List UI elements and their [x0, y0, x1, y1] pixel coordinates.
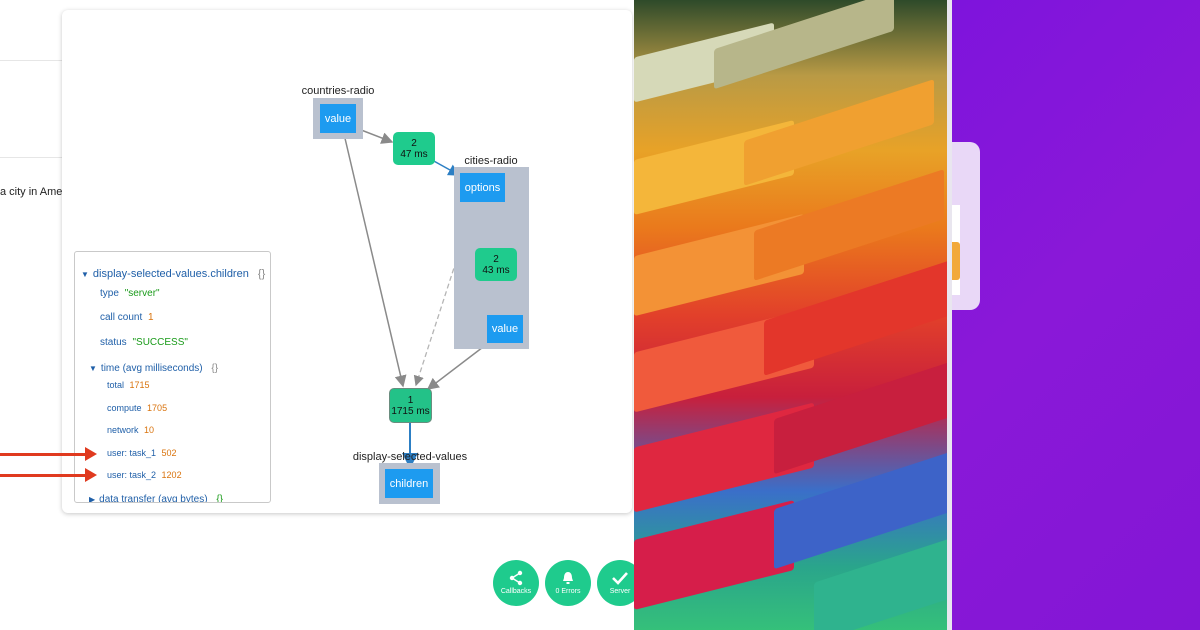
side-tab-accent	[952, 242, 960, 280]
server-button-label: Server	[609, 588, 631, 595]
errors-button-label: 0 Errors	[555, 588, 581, 595]
info-key: user: task_1	[107, 448, 157, 458]
group-label-countries-radio: countries-radio	[301, 85, 375, 97]
info-key: call count	[100, 312, 143, 323]
annotation-arrow-head-icon	[85, 447, 97, 461]
edge-cities-value-to-callback-3	[426, 343, 488, 390]
info-brace: {}	[211, 363, 219, 374]
info-row-user-task-2: user: task_2 1202	[107, 470, 182, 480]
expand-triangle-icon[interactable]: ▶	[89, 495, 96, 503]
edge-countries-value-to-callback-3	[343, 133, 407, 388]
info-row-total: total 1715	[107, 380, 150, 390]
info-value: 502	[161, 448, 177, 458]
prop-node-countries-value[interactable]: value	[320, 104, 356, 133]
panel-divider	[947, 0, 952, 630]
annotation-arrow-task-1	[0, 453, 86, 456]
callback-count: 1	[407, 394, 414, 406]
callback-info-panel: ▼display-selected-values.children {} typ…	[74, 251, 271, 503]
info-title: display-selected-values.children	[92, 268, 249, 280]
errors-button[interactable]: 0 Errors	[545, 560, 591, 606]
info-row-data-transfer[interactable]: ▶data transfer (avg bytes) {}	[89, 494, 224, 503]
divider-line	[0, 60, 62, 61]
callback-count: 2	[411, 137, 417, 149]
prop-node-display-children[interactable]: children	[385, 469, 433, 498]
info-value: "server"	[124, 288, 160, 299]
group-label-display-selected-values: display-selected-values	[352, 451, 468, 463]
collapse-triangle-icon[interactable]: ▼	[89, 364, 97, 373]
info-row-time[interactable]: ▼time (avg milliseconds) {}	[89, 363, 218, 374]
info-key: network	[107, 425, 139, 435]
colorful-paper-shelves-photo	[634, 0, 950, 630]
info-key: status	[100, 337, 127, 348]
prop-node-cities-options[interactable]: options	[460, 173, 505, 202]
info-key: type	[100, 288, 119, 299]
info-value: 1202	[161, 470, 182, 480]
info-row-compute: compute 1705	[107, 403, 167, 413]
info-value: 1715	[129, 380, 150, 390]
info-row-call-count: call count 1	[100, 312, 154, 323]
callback-node-2[interactable]: 2 43 ms	[475, 248, 517, 281]
info-title-row[interactable]: ▼display-selected-values.children {}	[81, 268, 265, 280]
info-value: 1	[148, 312, 154, 323]
info-row-status: status "SUCCESS"	[100, 337, 188, 348]
group-label-cities-radio: cities-radio	[464, 155, 518, 167]
collapse-triangle-icon[interactable]: ▼	[81, 270, 89, 279]
info-key: total	[107, 380, 125, 390]
prop-node-cities-value[interactable]: value	[487, 315, 523, 343]
background-label-fragment: a city in Amer	[0, 186, 67, 198]
callback-node-3[interactable]: 1 1715 ms	[389, 388, 432, 423]
info-key: user: task_2	[107, 470, 157, 480]
callbacks-button[interactable]: Callbacks	[493, 560, 539, 606]
callback-count: 2	[493, 253, 499, 265]
divider-line	[0, 157, 62, 158]
info-value: 10	[144, 425, 155, 435]
callback-node-1[interactable]: 2 47 ms	[393, 132, 435, 165]
callbacks-button-label: Callbacks	[500, 588, 532, 595]
callback-time: 47 ms	[400, 148, 428, 160]
info-brace: {}	[216, 494, 224, 503]
info-key: compute	[107, 403, 142, 413]
check-icon	[612, 572, 628, 585]
purple-background-panel	[952, 0, 1200, 630]
annotation-arrow-head-icon	[85, 468, 97, 482]
callback-time: 43 ms	[482, 264, 510, 276]
info-title-brace: {}	[257, 268, 266, 280]
callback-time: 1715 ms	[391, 405, 430, 417]
annotation-arrow-task-2	[0, 474, 86, 477]
bell-icon	[563, 572, 573, 584]
info-value: "SUCCESS"	[132, 337, 188, 348]
info-row-type: type "server"	[100, 288, 160, 299]
info-row-user-task-1: user: task_1 502	[107, 448, 177, 458]
share-icon	[509, 570, 523, 586]
info-key: data transfer (avg bytes)	[99, 494, 208, 503]
info-key: time (avg milliseconds)	[100, 363, 203, 374]
info-row-network: network 10	[107, 425, 154, 435]
info-value: 1705	[147, 403, 168, 413]
